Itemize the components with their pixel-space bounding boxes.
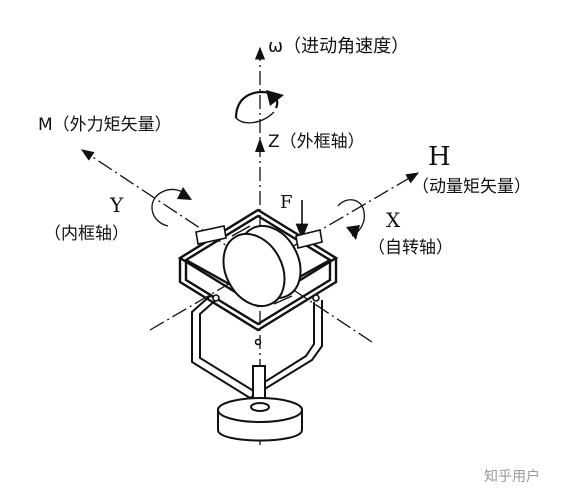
h-letter: H bbox=[428, 142, 451, 172]
z-axis-arrowhead bbox=[255, 138, 265, 152]
z-label: Z（外框轴） bbox=[268, 132, 365, 152]
f-label: F bbox=[280, 192, 293, 213]
rotor-disk bbox=[222, 224, 302, 308]
inner-gimbal-ring bbox=[177, 208, 339, 332]
x-description: （自转轴） bbox=[368, 238, 453, 258]
y-description: （内框轴） bbox=[44, 224, 129, 244]
h-description: （动量矩矢量） bbox=[412, 177, 531, 197]
watermark: 知乎用户 bbox=[484, 469, 540, 485]
y-letter: Y bbox=[110, 193, 124, 217]
precession-rotation-arrow bbox=[234, 90, 284, 124]
spin-rotation-arrow bbox=[337, 199, 366, 240]
inner-gimbal-rotation-arrow bbox=[151, 187, 192, 227]
m-label: M（外力矩矢量） bbox=[38, 115, 172, 135]
stand bbox=[217, 365, 303, 442]
x-letter: X bbox=[386, 208, 401, 232]
gimbal-pivots bbox=[195, 225, 323, 346]
y-axis-line bbox=[80, 149, 373, 343]
omega-label: ω（进动角速度） bbox=[268, 36, 410, 57]
